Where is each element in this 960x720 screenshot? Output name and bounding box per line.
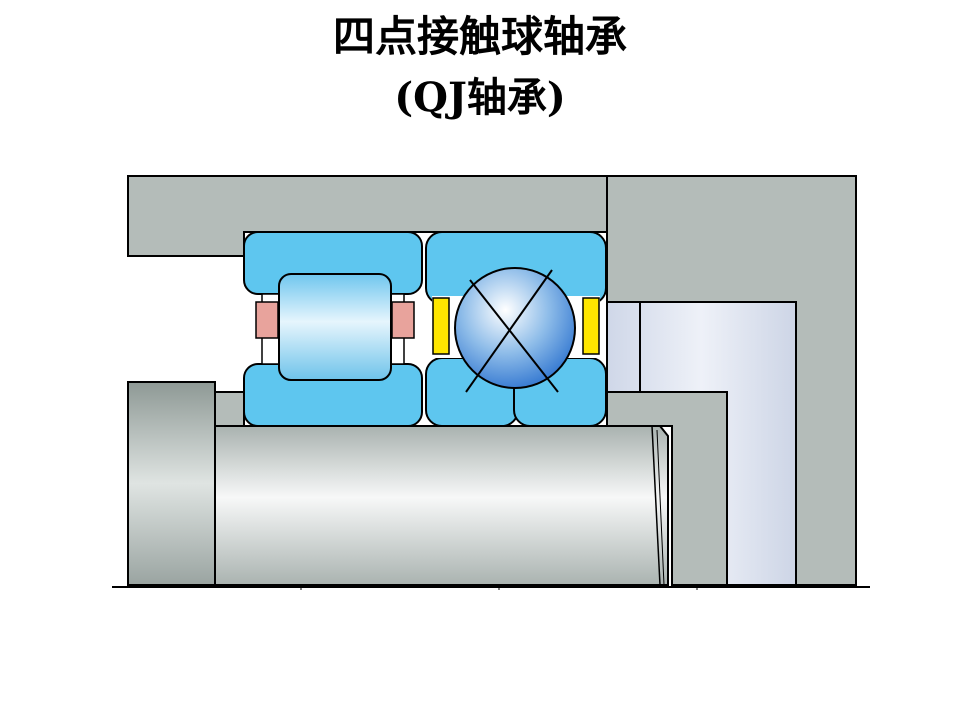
slide-subtitle: (QJ轴承) [394,74,566,121]
housing-lower-left [128,256,244,386]
cylindrical-roller [278,273,392,381]
housing-shoulder [214,391,245,427]
ball [454,267,576,389]
contact-line-2 [465,269,553,393]
cage-yellow-left [432,297,450,355]
contact-line-1 [469,279,559,393]
cage-left-pocket [255,301,279,339]
shaft [214,425,669,586]
cylindrical-roller-bearing [243,231,423,427]
shaft-step [127,381,216,586]
four-point-contact-ball-bearing [425,231,607,427]
cage-yellow-right [582,297,600,355]
cage-right-pocket [391,301,415,339]
slide-title: 四点接触球轴承 [332,12,627,61]
